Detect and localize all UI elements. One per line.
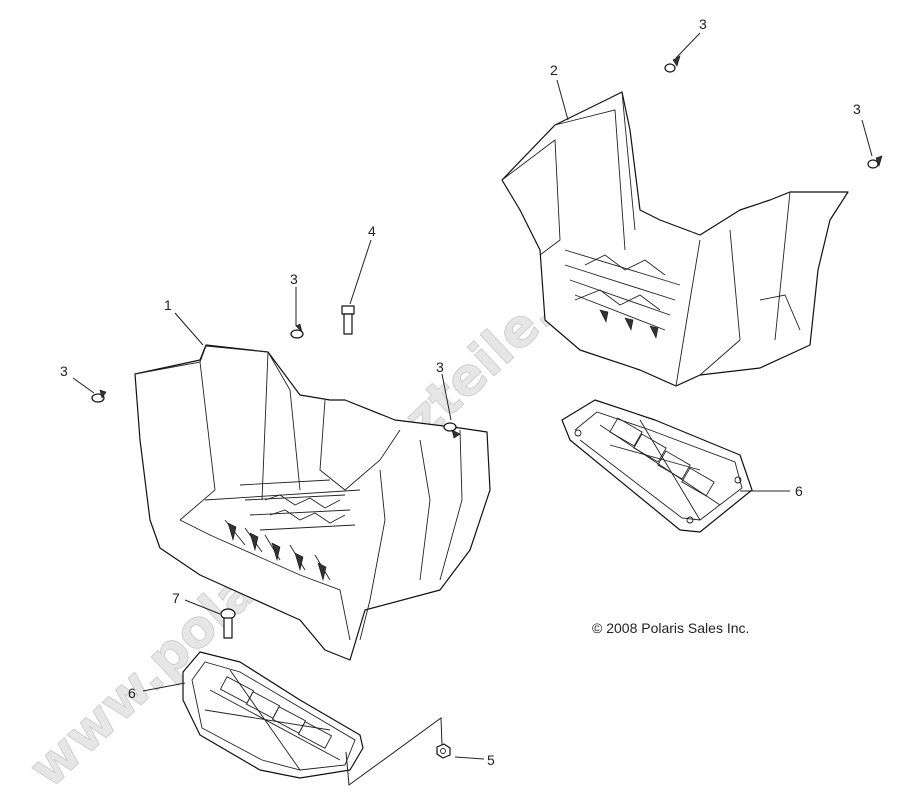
leader-1 (174, 312, 204, 346)
leader-3b (861, 119, 873, 157)
footrest-lower[interactable] (182, 651, 364, 779)
leader-5 (454, 756, 485, 760)
leader-4 (349, 239, 372, 305)
rivet-3e[interactable] (443, 422, 461, 439)
leader-2 (556, 79, 569, 121)
leader-7 (184, 599, 221, 615)
rivet-3d[interactable] (91, 389, 107, 403)
nut-5[interactable] (436, 743, 451, 759)
callout-5: 5 (487, 752, 495, 768)
leader-6b (142, 682, 186, 692)
callout-1: 1 (164, 297, 172, 313)
leader-3d (72, 377, 95, 394)
bolt-4[interactable] (341, 305, 355, 335)
rivet-3a[interactable] (664, 55, 681, 73)
callout-3b: 3 (853, 101, 861, 117)
callout-3c: 3 (290, 271, 298, 287)
callout-3a: 3 (699, 16, 707, 32)
leader-3a (675, 32, 701, 59)
right-footwell[interactable] (501, 91, 849, 387)
rivet-3b[interactable] (867, 155, 883, 169)
assembly-bracket (345, 717, 443, 786)
rivet-3c[interactable] (290, 323, 304, 339)
left-footwell[interactable] (134, 344, 491, 661)
callout-4: 4 (368, 223, 376, 239)
callout-3d: 3 (60, 363, 68, 379)
footrest-upper[interactable] (561, 399, 753, 533)
callout-6a: 6 (795, 483, 803, 499)
callout-3e: 3 (436, 359, 444, 375)
copyright-text: © 2008 Polaris Sales Inc. (592, 620, 749, 636)
callout-6b: 6 (128, 685, 136, 701)
callout-7: 7 (172, 590, 180, 606)
bolt-7[interactable] (220, 608, 236, 639)
leader-3e (441, 373, 452, 421)
callout-2: 2 (550, 62, 558, 78)
